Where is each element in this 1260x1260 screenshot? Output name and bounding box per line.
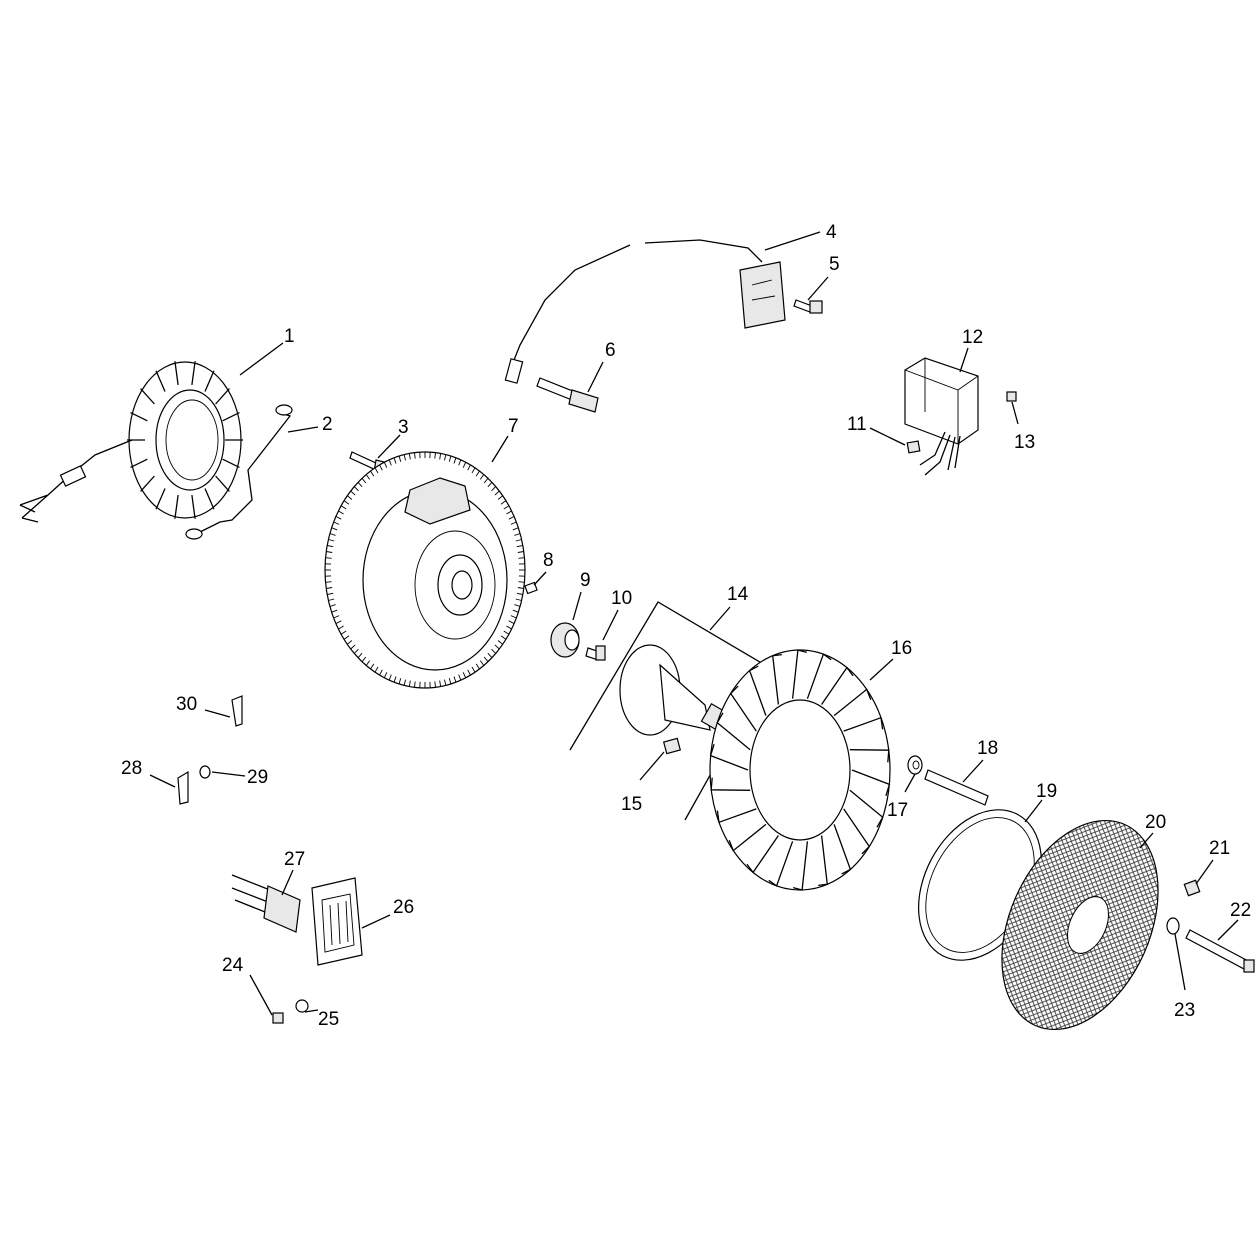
- clip-part-11: [906, 440, 921, 454]
- flywheel-part: [324, 451, 526, 689]
- callout-22: 22: [1230, 900, 1251, 921]
- washer-part-9: [550, 622, 580, 658]
- callout-21: 21: [1209, 838, 1230, 859]
- callout-18: 18: [977, 738, 998, 759]
- callout-15: 15: [621, 794, 642, 815]
- bolt-part-22: [1185, 929, 1255, 973]
- ignition-module-part: [504, 239, 786, 384]
- callout-12: 12: [962, 327, 983, 348]
- washer-part-25: [295, 999, 309, 1013]
- callout-19: 19: [1036, 781, 1057, 802]
- debris-screen-part: [1001, 819, 1159, 1031]
- callout-2: 2: [322, 414, 333, 435]
- washer-part-17: [907, 755, 923, 775]
- leader-lines: [149, 231, 1239, 1016]
- callout-11: 11: [847, 414, 867, 435]
- ground-bracket-part: [185, 404, 293, 540]
- callout-3: 3: [398, 417, 409, 438]
- pin-part-18: [924, 769, 989, 806]
- stator-part: [19, 361, 243, 523]
- callout-25: 25: [318, 1009, 339, 1030]
- spark-plug-part: [536, 377, 599, 413]
- callout-26: 26: [393, 897, 414, 918]
- callout-23: 23: [1174, 1000, 1195, 1021]
- cooling-fan-part: [709, 649, 891, 891]
- callout-labels: 1 2 3 4 5 6 7 8 9 10 11 12 13 14 15 16 1…: [121, 222, 1251, 1030]
- callout-27: 27: [284, 849, 305, 870]
- callout-24: 24: [222, 955, 244, 976]
- callout-13: 13: [1014, 432, 1035, 453]
- bracket-part-28: [177, 770, 189, 805]
- callout-9: 9: [580, 570, 591, 591]
- callout-4: 4: [826, 222, 837, 243]
- callout-14: 14: [727, 584, 749, 605]
- screw-part-10: [585, 645, 606, 661]
- callout-16: 16: [891, 638, 912, 659]
- callout-8: 8: [543, 550, 554, 571]
- callout-29: 29: [247, 767, 268, 788]
- key-part: [524, 581, 538, 595]
- washer-part-23: [1166, 917, 1180, 935]
- screw-part-24: [272, 1012, 284, 1024]
- screw-part-13: [1006, 391, 1017, 402]
- screw-part-15: [662, 737, 682, 755]
- bracket-part-30: [231, 695, 243, 727]
- rectifier-regulator-part: [904, 357, 979, 476]
- screw-part-5: [793, 299, 823, 314]
- callout-7: 7: [508, 416, 519, 437]
- regulator-plate-part: [311, 877, 363, 966]
- callout-6: 6: [605, 340, 616, 361]
- callout-1: 1: [284, 326, 295, 347]
- callout-20: 20: [1145, 812, 1166, 833]
- drive-hub-part: [569, 601, 771, 821]
- callout-5: 5: [829, 254, 840, 275]
- nut-part-29: [199, 765, 211, 779]
- callout-28: 28: [121, 758, 142, 779]
- nut-part-21: [1183, 879, 1201, 897]
- callout-30: 30: [176, 694, 197, 715]
- callout-17: 17: [887, 800, 908, 821]
- connector-part-27: [231, 874, 301, 933]
- callout-10: 10: [611, 588, 632, 609]
